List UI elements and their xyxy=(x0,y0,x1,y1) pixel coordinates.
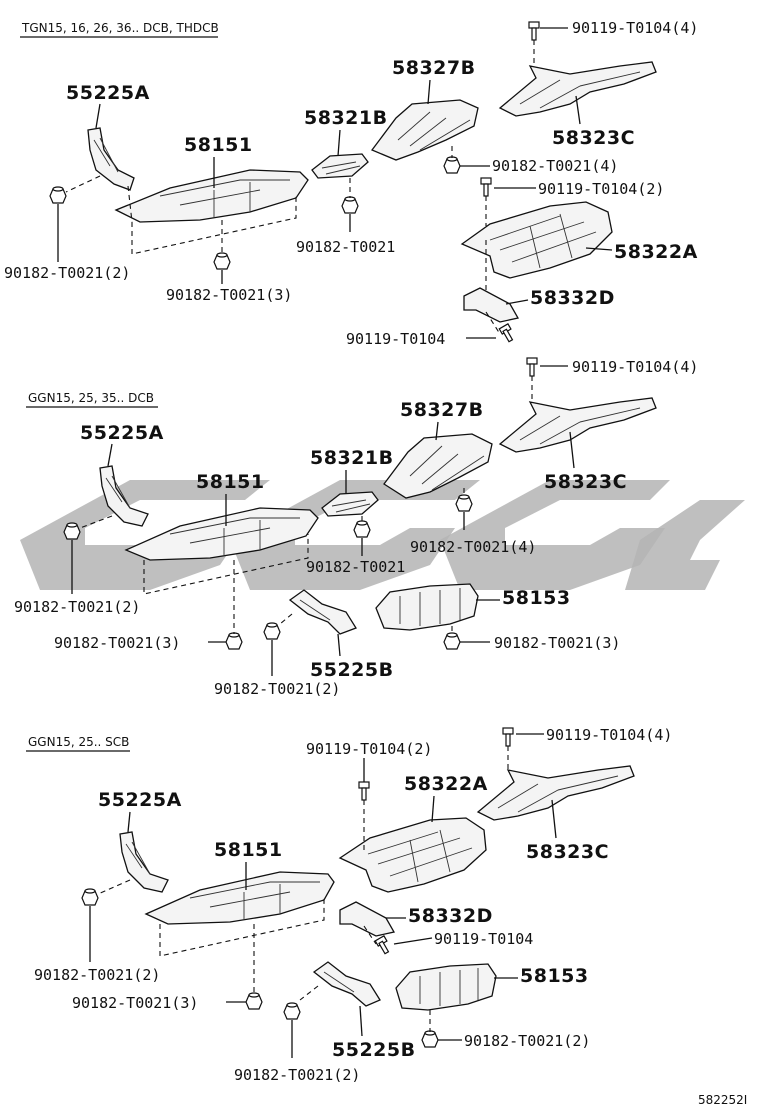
part-55225A xyxy=(119,831,169,893)
label-55225A: 55225A xyxy=(98,789,182,811)
part-58151 xyxy=(144,871,335,925)
part-58323C xyxy=(498,61,657,117)
section-label: GGN15, 25, 35.. DCB xyxy=(28,391,154,405)
label-58323C: 58323C xyxy=(552,127,635,149)
label-58153: 58153 xyxy=(520,965,589,987)
part-55225B xyxy=(312,961,381,1007)
label-55225B: 55225B xyxy=(332,1039,416,1061)
label-90119-T0104-4: 90119-T0104(4) xyxy=(546,726,672,744)
label-90119-T0104-4: 90119-T0104(4) xyxy=(572,358,698,376)
part-55225A xyxy=(99,465,149,527)
label-58151: 58151 xyxy=(196,471,265,493)
label-90182-T0021-2b: 90182-T0021(2) xyxy=(234,1066,360,1084)
label-90182-T0021-4: 90182-T0021(4) xyxy=(410,538,536,556)
label-90182-T0021-2: 90182-T0021(2) xyxy=(4,264,130,282)
label-58151: 58151 xyxy=(184,134,253,156)
part-58151 xyxy=(124,507,319,561)
section-3: GGN15, 25.. SCB 55225A 58151 90182-T0021… xyxy=(26,726,672,1084)
label-58323C: 58323C xyxy=(544,471,627,493)
label-90182-T0021-2b: 90182-T0021(2) xyxy=(214,680,340,698)
label-58332D: 58332D xyxy=(408,905,493,927)
label-55225A: 55225A xyxy=(80,422,164,444)
label-55225B: 55225B xyxy=(310,659,394,681)
diagram-code: 582252I xyxy=(698,1093,747,1107)
label-90119-T0104: 90119-T0104 xyxy=(434,930,533,948)
part-58153 xyxy=(395,963,497,1011)
section-label: GGN15, 25.. SCB xyxy=(28,735,129,749)
part-58321B xyxy=(321,491,379,517)
label-90182-T0021-a: 90182-T0021 xyxy=(296,238,395,256)
label-55225A: 55225A xyxy=(66,82,150,104)
label-90182-T0021-2a: 90182-T0021(2) xyxy=(34,966,160,984)
section-label: TGN15, 16, 26, 36.. DCB, THDCB xyxy=(21,21,219,35)
label-58151: 58151 xyxy=(214,839,283,861)
label-90182-T0021-3: 90182-T0021(3) xyxy=(166,286,292,304)
label-58327B: 58327B xyxy=(392,57,476,79)
part-55225B xyxy=(288,589,357,635)
part-58332D xyxy=(339,901,396,937)
label-58321B: 58321B xyxy=(310,447,394,469)
label-90182-T0021-3: 90182-T0021(3) xyxy=(72,994,198,1012)
part-58322A xyxy=(460,201,613,279)
label-58153: 58153 xyxy=(502,587,571,609)
label-90119-T0104: 90119-T0104 xyxy=(346,330,445,348)
part-58151 xyxy=(114,169,309,223)
part-58327B xyxy=(370,99,479,161)
label-90119-T0104-2: 90119-T0104(2) xyxy=(306,740,432,758)
label-90182-T0021-4: 90182-T0021(4) xyxy=(492,157,618,175)
label-90182-T0021-3b: 90182-T0021(3) xyxy=(494,634,620,652)
label-58322A: 58322A xyxy=(404,773,488,795)
label-58327B: 58327B xyxy=(400,399,484,421)
part-58323C xyxy=(498,397,657,453)
part-58153 xyxy=(375,583,479,631)
section-1: TGN15, 16, 26, 36.. DCB, THDCB 55225A 58… xyxy=(4,19,698,348)
label-90182-T0021-a: 90182-T0021 xyxy=(306,558,405,576)
label-58322A: 58322A xyxy=(614,241,698,263)
label-90119-T0104-4: 90119-T0104(4) xyxy=(572,19,698,37)
part-58322A xyxy=(338,817,487,893)
label-58321B: 58321B xyxy=(304,107,388,129)
label-90182-T0021-2c: 90182-T0021(2) xyxy=(464,1032,590,1050)
part-58321B xyxy=(311,153,369,179)
label-90119-T0104-2: 90119-T0104(2) xyxy=(538,180,664,198)
watermark-logo xyxy=(20,480,745,590)
label-90182-T0021-2a: 90182-T0021(2) xyxy=(14,598,140,616)
label-58323C: 58323C xyxy=(526,841,609,863)
label-90182-T0021-3a: 90182-T0021(3) xyxy=(54,634,180,652)
part-55225A xyxy=(87,127,135,191)
section-2: GGN15, 25, 35.. DCB 55225A 58151 90182-T… xyxy=(14,357,698,698)
part-58327B xyxy=(383,433,493,499)
label-58332D: 58332D xyxy=(530,287,615,309)
part-58323C xyxy=(476,765,635,821)
part-58332D xyxy=(463,287,520,323)
